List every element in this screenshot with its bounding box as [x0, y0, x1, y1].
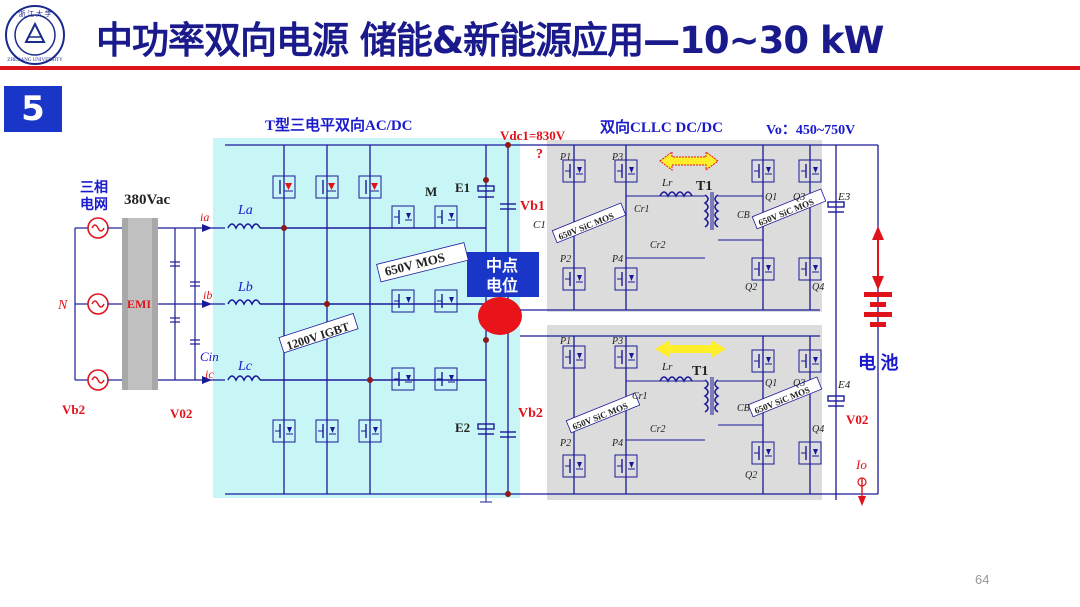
v02-left-label: V02 [170, 406, 192, 421]
m-label: M [425, 184, 437, 199]
vb1-label: Vb1 [520, 199, 545, 214]
cb-bottom: CB [737, 403, 750, 414]
ia-label: ia [200, 210, 209, 224]
question-mark: ? [536, 147, 543, 162]
e1-label: E1 [455, 180, 470, 195]
q4-top: Q4 [812, 282, 824, 293]
page-number: 64 [975, 572, 990, 587]
lr-bottom: Lr [661, 361, 673, 373]
q1-bottom: Q1 [765, 378, 777, 389]
title-divider [0, 66, 1080, 70]
vo-label: Vo：450~750V [766, 123, 855, 138]
p2-bottom: P2 [559, 438, 571, 449]
t1-bottom: T1 [692, 364, 708, 379]
vb2-mid-label: Vb2 [518, 406, 543, 421]
power-flow-arrow-bottom [655, 340, 726, 358]
p1-top: P1 [559, 152, 571, 163]
grid-label-1: 三相 [80, 179, 108, 196]
midpoint-label-box [467, 252, 539, 297]
grid-label-2: 电网 [80, 196, 108, 213]
midpoint-label-2: 电位 [486, 276, 518, 295]
midpoint-label-1: 中点 [486, 256, 518, 275]
p1-bottom: P1 [559, 336, 571, 347]
section-tdc-label: T型三电平双向AC/DC [265, 116, 413, 134]
p3-top: P3 [611, 152, 623, 163]
svg-text:ZHEJIANG UNIVERSITY: ZHEJIANG UNIVERSITY [7, 58, 63, 63]
slide-number-badge: 5 [4, 86, 62, 132]
svg-text:浙 江 大 学: 浙 江 大 学 [18, 9, 51, 18]
e4-label: E4 [837, 379, 851, 391]
v02-right-label: V02 [846, 412, 868, 427]
q3-top: Q3 [793, 192, 805, 203]
battery-symbol [864, 226, 892, 327]
la-label: La [237, 203, 253, 218]
vac-label: 380Vac [124, 192, 170, 208]
io-label: Io [855, 457, 867, 472]
cb-top: CB [737, 210, 750, 221]
section-clllc-label: 双向CLLC DC/DC [600, 118, 723, 136]
vdc1-label: Vdc1=830V [500, 128, 566, 143]
q1-top: Q1 [765, 192, 777, 203]
page-title: 中功率双向电源 储能&新能源应用—10~30 kW [96, 19, 884, 62]
e3-label: E3 [837, 191, 851, 203]
cr1-bottom: Cr1 [632, 391, 648, 402]
ib-label: ib [203, 288, 212, 302]
ac-source-b [87, 293, 109, 315]
cr1-top: Cr1 [634, 204, 650, 215]
n-label: N [57, 298, 68, 313]
p3-bottom: P3 [611, 336, 623, 347]
ic-label: ic [205, 367, 214, 381]
p4-top: P4 [611, 254, 623, 265]
t1-top: T1 [696, 179, 712, 194]
cr2-bottom: Cr2 [650, 424, 666, 435]
q4-bottom: Q4 [812, 424, 824, 435]
c1-label: C1 [533, 219, 546, 231]
battery-label: 电 池 [858, 352, 899, 373]
ac-source-a [87, 217, 109, 239]
cin-label: Cin [200, 349, 219, 364]
cr2-top: Cr2 [650, 240, 666, 251]
p2-top: P2 [559, 254, 571, 265]
vb2-left-label: Vb2 [62, 402, 85, 417]
power-flow-arrow-top [659, 151, 719, 171]
university-logo: 浙 江 大 学 ZHEJIANG UNIVERSITY [5, 5, 65, 65]
lc-label: Lc [237, 359, 253, 374]
lb-label: Lb [237, 280, 253, 295]
midpoint-node [478, 297, 522, 335]
e2-label: E2 [455, 420, 470, 435]
emi-label: EMI [127, 297, 151, 311]
q2-top: Q2 [745, 282, 757, 293]
q3-bottom: Q3 [793, 378, 805, 389]
p4-bottom: P4 [611, 438, 623, 449]
q2-bottom: Q2 [745, 470, 757, 481]
lr-top: Lr [661, 177, 673, 189]
ac-source-c [87, 369, 109, 391]
